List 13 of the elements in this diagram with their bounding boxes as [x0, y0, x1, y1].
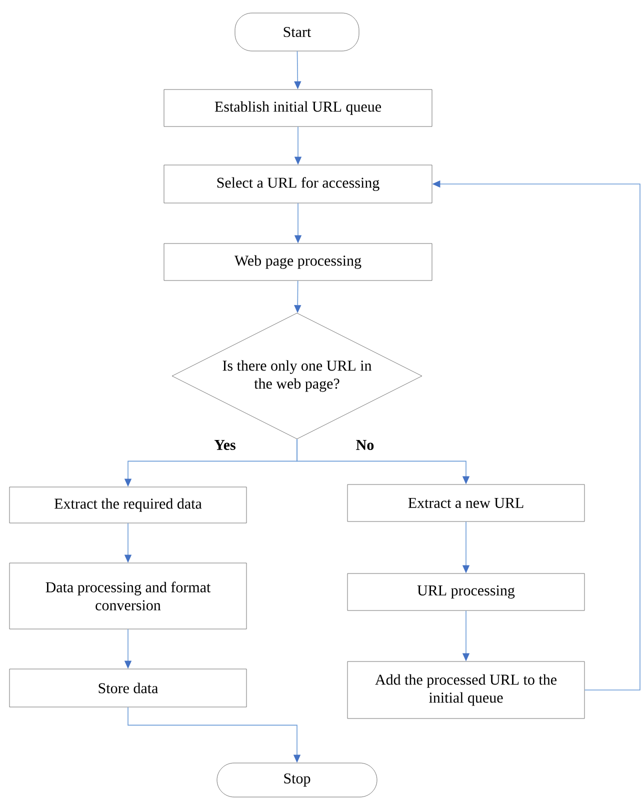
edge-label: No [354, 439, 376, 451]
process-box: Add the processed URL to the initial queue [347, 661, 585, 719]
terminal-box: Start [234, 12, 360, 52]
process-box: Data processing and format conversion [9, 562, 247, 630]
process-box: URL processing [347, 573, 585, 611]
process-box: Store data [9, 668, 247, 708]
process-box: Establish initial URL queue [164, 89, 432, 127]
process-box: Extract a new URL [347, 484, 585, 522]
process-box: Extract the required data [9, 486, 247, 524]
terminal-box: Stop [216, 762, 378, 798]
edge-label: Yes [213, 439, 237, 451]
process-box: Select a URL for accessing [164, 164, 432, 204]
process-box: Web page processing [164, 243, 432, 281]
